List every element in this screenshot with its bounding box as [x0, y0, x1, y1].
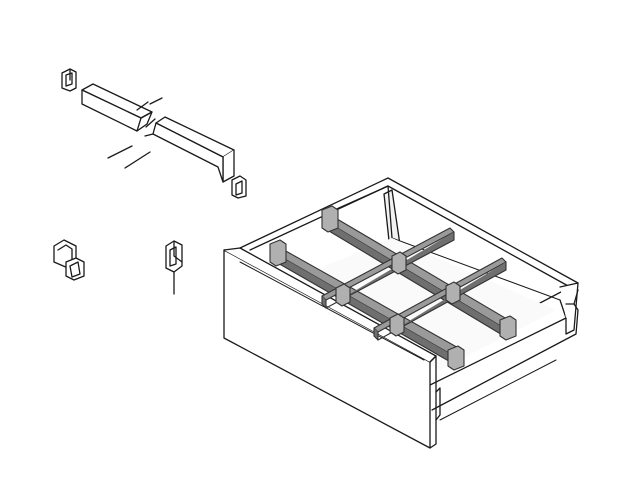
divider-rail-cut-to-length-icon: [81, 83, 235, 183]
end-clip-small-icon: [61, 68, 77, 92]
grid-dividers: [269, 205, 517, 371]
cross-connector-clip-icon: [53, 239, 85, 281]
rail-end-holder-icon: [165, 240, 183, 295]
end-clip-right-icon: [231, 175, 247, 199]
